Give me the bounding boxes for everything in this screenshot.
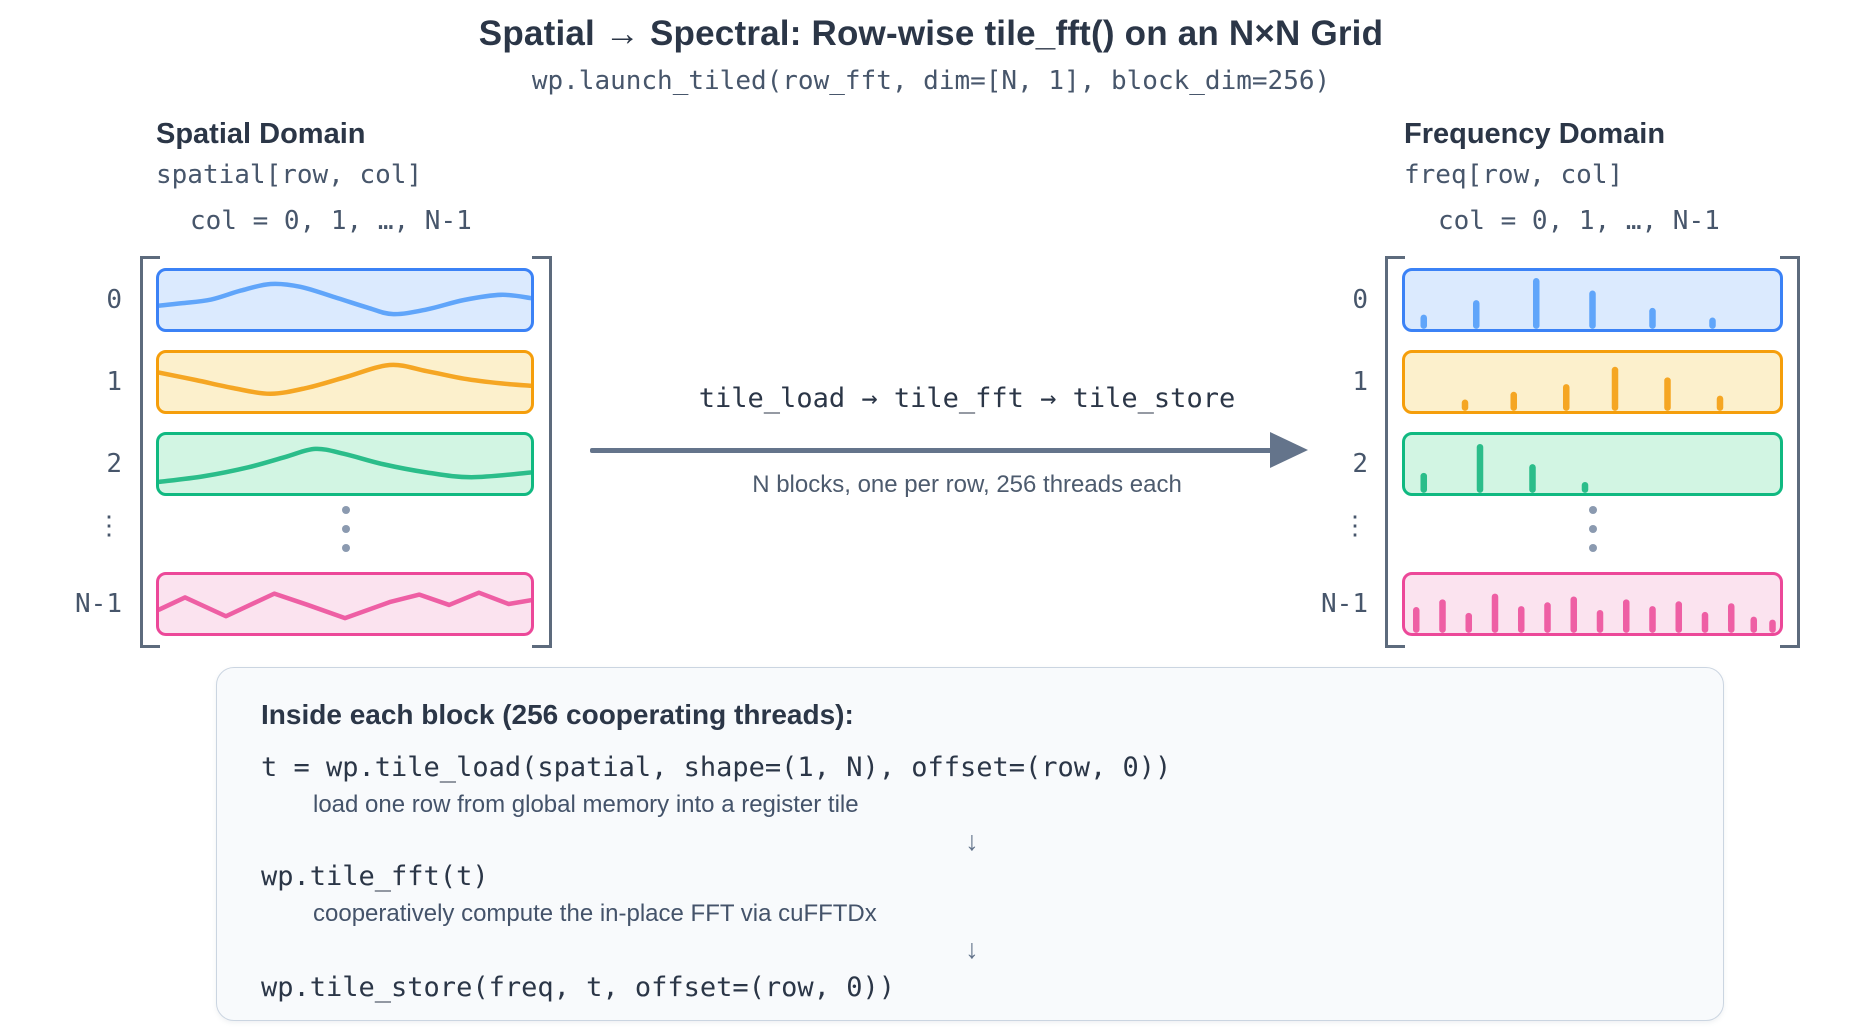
spatial-domain-heading: Spatial Domain	[156, 118, 366, 150]
down-arrow-icon: ↓	[965, 934, 979, 964]
vertical-ellipsis-dots	[342, 506, 350, 552]
spatial-row-0	[156, 268, 534, 332]
step-note-0: load one row from global memory into a r…	[313, 791, 859, 818]
row-label-2: 2	[106, 449, 122, 479]
row-label-2: 2	[1352, 449, 1368, 479]
frequency-col-label: col = 0, 1, …, N-1	[1438, 206, 1720, 236]
flow-note: N blocks, one per row, 256 threads each	[752, 471, 1182, 498]
row-label-⋮: ⋮	[96, 511, 122, 541]
row-label-1: 1	[106, 367, 122, 397]
page-title: Spatial → Spectral: Row-wise tile_fft() …	[478, 14, 1384, 53]
arrow-line	[590, 448, 1272, 453]
row-label-0: 0	[106, 285, 122, 315]
block-detail-box: Inside each block (256 cooperating threa…	[216, 667, 1724, 1021]
spatial-row-2	[156, 432, 534, 496]
step-note-1: cooperatively compute the in-place FFT v…	[313, 900, 877, 927]
spatial-row-N-1	[156, 572, 534, 636]
vertical-ellipsis-dots	[1588, 506, 1597, 552]
frequency-array-label: freq[row, col]	[1404, 160, 1624, 190]
step-code-2: wp.tile_store(freq, t, offset=(row, 0))	[261, 972, 895, 1003]
spatial-row-1	[156, 350, 534, 414]
frequency-matrix	[1385, 256, 1800, 648]
spatial-col-label: col = 0, 1, …, N-1	[190, 206, 472, 236]
spectrum-row-0	[1402, 268, 1783, 332]
spectrum-row-N-1	[1402, 572, 1783, 636]
frequency-domain-heading: Frequency Domain	[1404, 118, 1666, 150]
arrow-head-icon	[1270, 432, 1308, 468]
launch-code-subtitle: wp.launch_tiled(row_fft, dim=[N, 1], blo…	[531, 66, 1331, 96]
spatial-matrix	[140, 256, 552, 648]
spectrum-row-2	[1402, 432, 1783, 496]
row-label-0: 0	[1352, 285, 1368, 315]
pipeline-label: tile_load → tile_fft → tile_store	[698, 383, 1236, 414]
down-arrow-icon: ↓	[965, 826, 979, 856]
row-label-1: 1	[1352, 367, 1368, 397]
row-label-N-1: N-1	[75, 589, 122, 619]
spectrum-row-1	[1402, 350, 1783, 414]
row-label-N-1: N-1	[1321, 589, 1368, 619]
right-bracket	[1780, 256, 1800, 648]
flow-arrow	[590, 432, 1308, 469]
left-bracket	[140, 256, 160, 648]
left-bracket	[1385, 256, 1405, 648]
step-code-0: t = wp.tile_load(spatial, shape=(1, N), …	[261, 752, 1172, 783]
row-label-⋮: ⋮	[1342, 511, 1368, 541]
right-bracket	[532, 256, 552, 648]
step-code-1: wp.tile_fft(t)	[261, 861, 489, 892]
block-detail-heading: Inside each block (256 cooperating threa…	[261, 699, 854, 730]
spatial-array-label: spatial[row, col]	[156, 160, 423, 190]
